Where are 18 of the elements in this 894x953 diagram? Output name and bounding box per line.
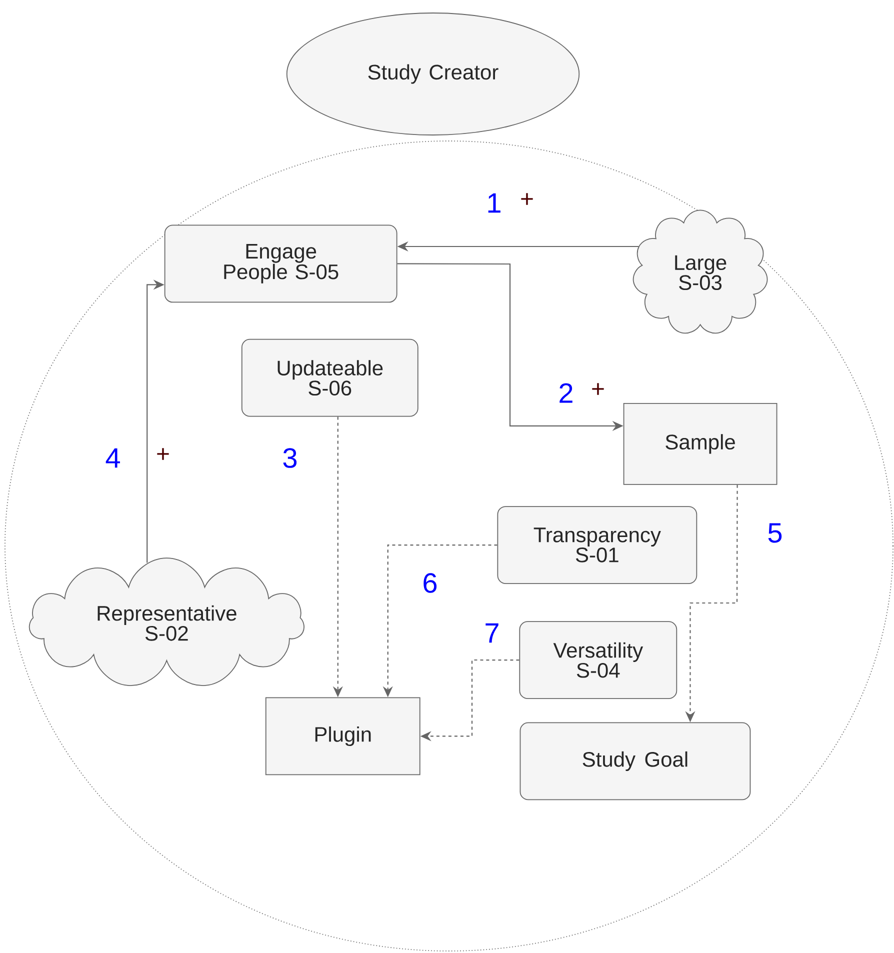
rounded-box: Updateable S-06	[241, 338, 418, 417]
rounded-box: Study Goal	[520, 722, 751, 800]
callout-number: 5	[768, 523, 782, 543]
rounded-box: Engage People S-05	[164, 224, 398, 303]
boundary-circle	[4, 140, 894, 952]
callout-number: 6	[424, 573, 437, 593]
process-box: Sample	[623, 402, 778, 485]
rounded-box: Versatility S-04	[519, 621, 678, 700]
callout-number: 2	[560, 383, 572, 403]
plus-sign: +	[157, 448, 169, 460]
rounded-box: Transparency S-01	[497, 506, 698, 584]
plus-sign: +	[521, 193, 533, 205]
process-box: Plugin	[265, 697, 420, 776]
callout-number: 3	[283, 448, 297, 468]
callout-number: 7	[486, 623, 498, 643]
callout-number: 4	[106, 448, 120, 468]
plus-sign: +	[592, 383, 604, 395]
callout-number: 1	[488, 193, 500, 213]
